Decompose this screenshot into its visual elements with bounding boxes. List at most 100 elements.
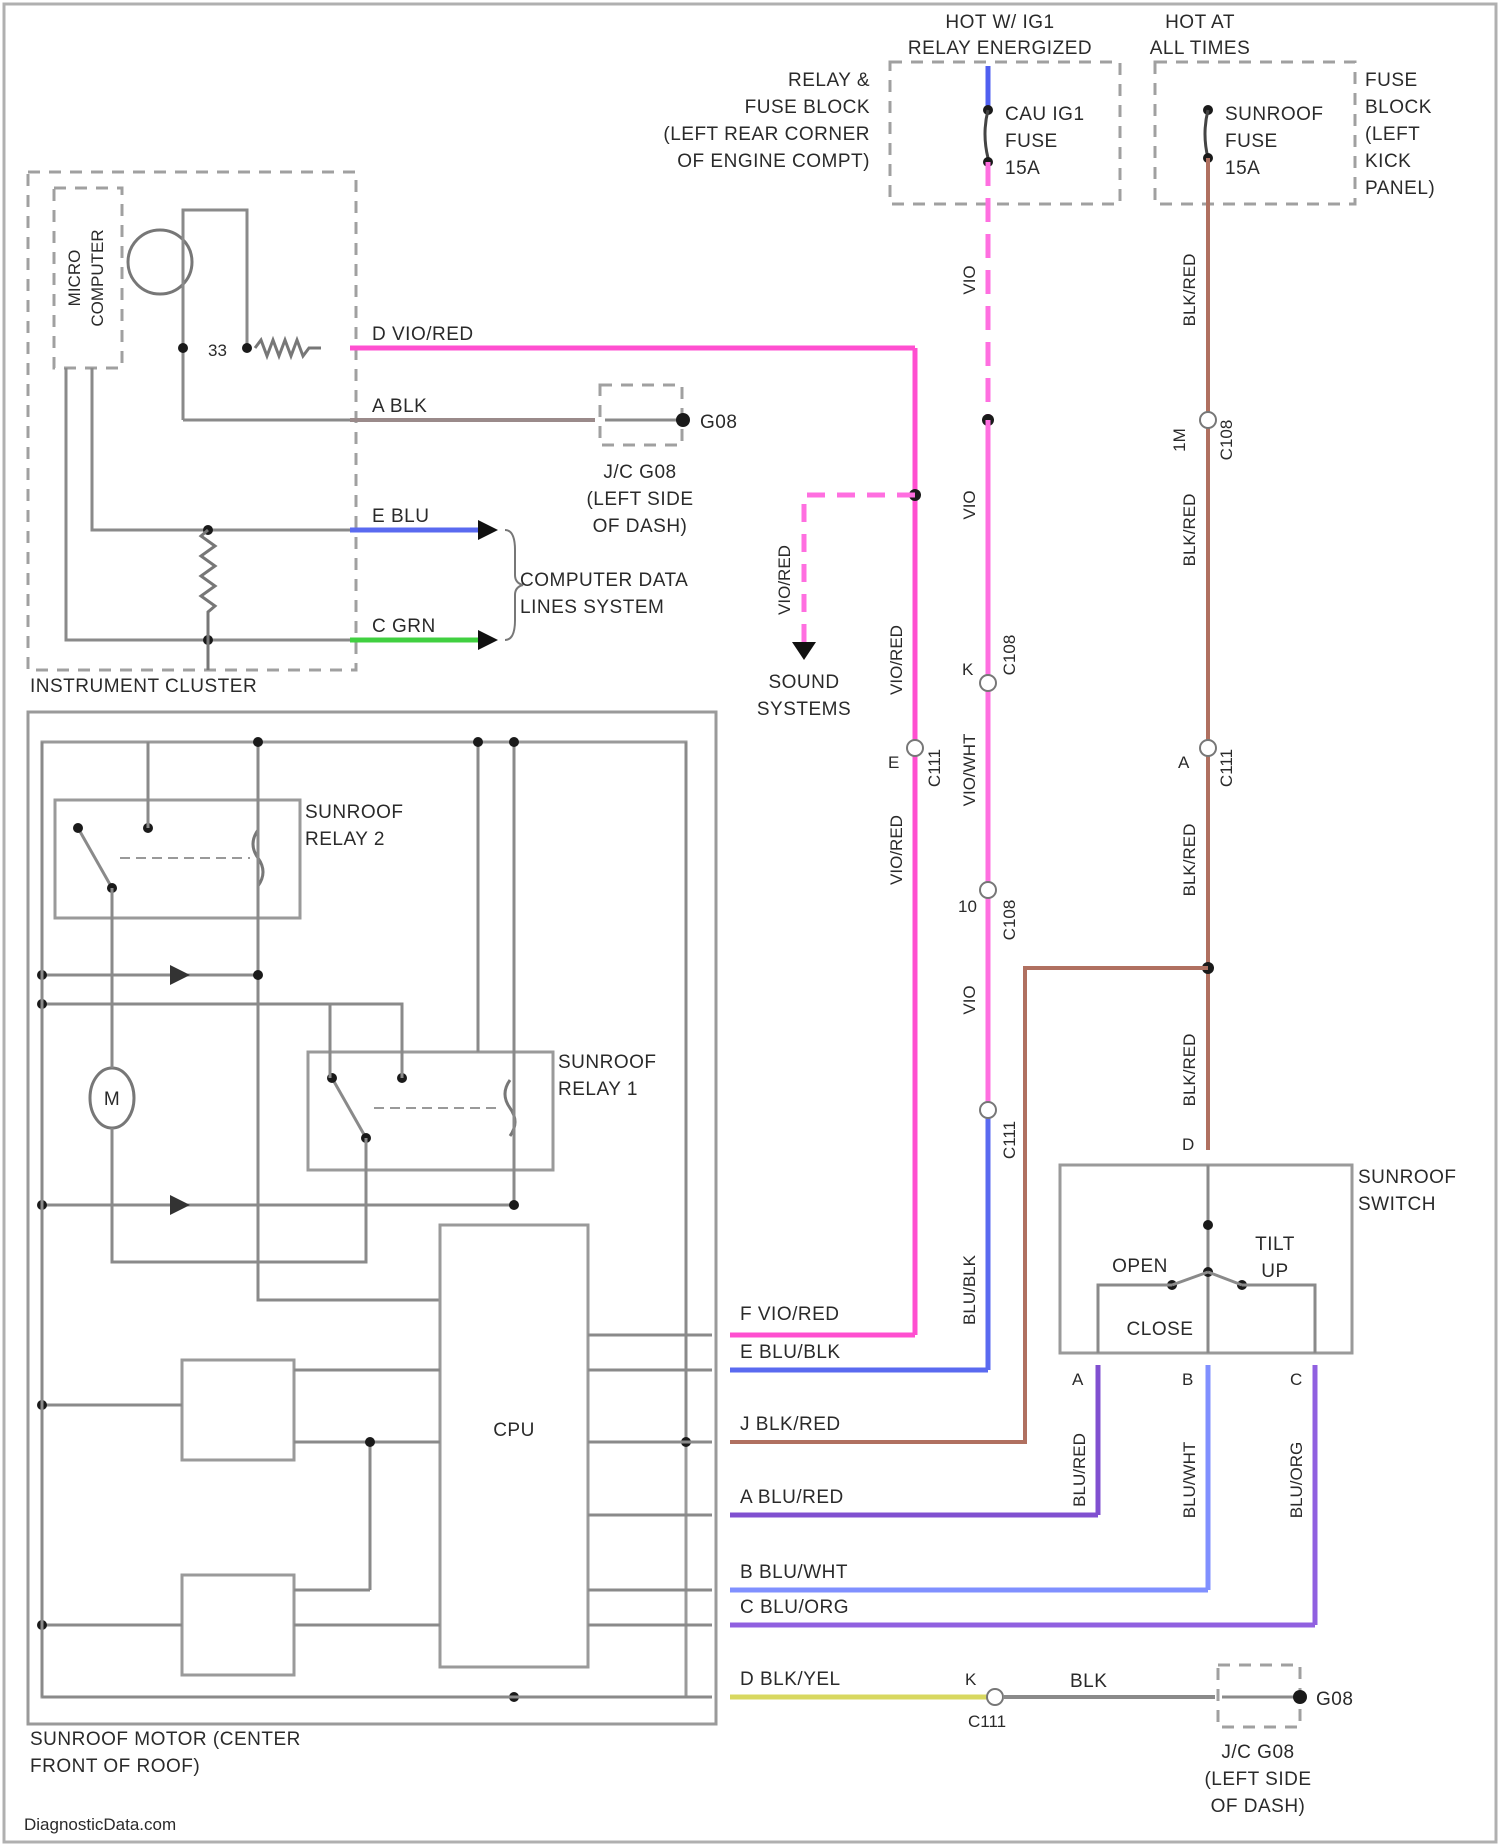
switch-pin-d: D xyxy=(1182,1135,1194,1154)
motor-sub-block-2 xyxy=(182,1575,294,1675)
instrument-cluster: MICRO COMPUTER 33 INSTRUMENT CLUSTER xyxy=(28,172,356,697)
blk-ground-label: BLK xyxy=(1070,1671,1107,1692)
sunroof-relay-2-line-1: SUNROOF xyxy=(305,802,404,823)
c111-a-connector xyxy=(1200,740,1216,756)
switch-tilt-label-2: UP xyxy=(1261,1261,1288,1282)
relay-2-contact xyxy=(78,828,112,888)
data-line-e-wire xyxy=(92,368,350,530)
motor-node-2 xyxy=(473,737,483,747)
motor-bus-a xyxy=(258,742,440,1300)
c108-label-3: C108 xyxy=(1217,420,1236,461)
hot-run-label-2: RELAY ENERGIZED xyxy=(908,38,1092,59)
blk-red-label-3: BLK/RED xyxy=(1180,824,1199,897)
blk-red-feed-circuit: BLK/RED BLK/RED BLK/RED BLK/RED 1M C108 … xyxy=(730,158,1236,1442)
data-lines-line-2: LINES SYSTEM xyxy=(520,597,664,618)
vio-wht-label: VIO/WHT xyxy=(960,734,979,807)
fuse-block-line-3: (LEFT xyxy=(1365,124,1420,145)
switch-pin-c: C xyxy=(1290,1370,1302,1389)
sunroof-motor-line-1: SUNROOF MOTOR (CENTER xyxy=(30,1729,301,1750)
watermark: DiagnosticData.com xyxy=(24,1815,176,1834)
sound-systems-arrow xyxy=(792,642,816,660)
blk-red-label-1: BLK/RED xyxy=(1180,254,1199,327)
motor-connector-wires: F VIO/RED E BLU/BLK J BLK/RED A BLU/RED … xyxy=(730,1304,1353,1817)
micro-computer-line-2: COMPUTER xyxy=(88,229,107,326)
blk-red-label-4: BLK/RED xyxy=(1180,1034,1199,1107)
motor-sub-block-1 xyxy=(182,1360,294,1460)
fuse-block-line-4: KICK xyxy=(1365,151,1411,172)
c111-label-3: C111 xyxy=(925,749,944,787)
ig1-fuse-line-2: FUSE xyxy=(1005,131,1058,152)
sunroof-motor: SUNROOF RELAY 2 SUNROOF RELAY 1 M xyxy=(28,712,716,1777)
vio-red-vertical-label-2: VIO/RED xyxy=(887,815,906,885)
g08-ground-node-2 xyxy=(1293,1690,1307,1704)
c108-pin-1m: 1M xyxy=(1170,428,1189,452)
sunroof-relay-1-line-2: RELAY 1 xyxy=(558,1079,638,1100)
c111-k-connector xyxy=(987,1689,1003,1705)
resistor-value: 33 xyxy=(208,341,227,360)
data-arrow-e xyxy=(478,520,498,540)
switch-tilt-label-1: TILT xyxy=(1255,1234,1295,1255)
motor-pin-j: J BLK/RED xyxy=(740,1414,841,1435)
jc-g08-box-1 xyxy=(600,385,682,445)
c111-label-4: C111 xyxy=(968,1712,1006,1731)
c111-connector-1 xyxy=(980,1102,996,1118)
relay-1-contact xyxy=(332,1078,366,1138)
relay-2-pivot xyxy=(73,823,83,833)
motor-pin-a: A BLU/RED xyxy=(740,1487,844,1508)
blu-blk-vertical-label: BLU/BLK xyxy=(960,1254,979,1325)
cluster-node-d2 xyxy=(242,343,252,353)
g08-label-2: G08 xyxy=(1316,1689,1353,1710)
jc-g08-2-line-1: J/C G08 xyxy=(1221,1742,1294,1763)
cpu-label: CPU xyxy=(493,1420,535,1441)
blk-red-label-2: BLK/RED xyxy=(1180,494,1199,567)
cluster-pin-a: A BLK xyxy=(372,396,427,417)
vio-label-2: VIO xyxy=(960,490,979,519)
switch-pin-b: B xyxy=(1182,1370,1193,1389)
c108-label-2: C108 xyxy=(1000,900,1019,941)
cluster-node-d xyxy=(178,343,188,353)
motor-node-8 xyxy=(509,1200,519,1210)
ig1-fuse-line-1: CAU IG1 xyxy=(1005,104,1085,125)
c111-pin-k: K xyxy=(965,1670,977,1689)
jc-g08-2-line-2: (LEFT SIDE xyxy=(1204,1769,1311,1790)
cluster-pin-e: E BLU xyxy=(372,506,429,527)
fuse-block-line-1: FUSE xyxy=(1365,70,1418,91)
sound-systems-wire xyxy=(804,495,915,642)
cluster-outputs: D VIO/RED A BLK G08 J/C G08 (LEFT SIDE O… xyxy=(350,324,915,1335)
c108-connector-1 xyxy=(980,675,996,691)
blu-wht-vertical-label: BLU/WHT xyxy=(1180,1442,1199,1519)
vio-label-1: VIO xyxy=(960,265,979,294)
sunroof-relay-1-line-1: SUNROOF xyxy=(558,1052,657,1073)
power-section: HOT W/ IG1 RELAY ENERGIZED HOT AT ALL TI… xyxy=(663,12,1435,204)
c108-pin-k: K xyxy=(962,660,974,679)
c111-e-connector xyxy=(907,740,923,756)
blu-org-vertical-label: BLU/ORG xyxy=(1287,1442,1306,1519)
sunroof-motor-line-2: FRONT OF ROOF) xyxy=(30,1756,200,1777)
g08-label-1: G08 xyxy=(700,412,737,433)
switch-pin-a: A xyxy=(1072,1370,1084,1389)
switch-open-blade xyxy=(1172,1272,1208,1285)
sunroof-motor-box xyxy=(28,712,716,1724)
sub-block-node xyxy=(365,1437,375,1447)
relay-fuse-block-line-4: OF ENGINE COMPT) xyxy=(677,151,870,172)
motor-lower-wire xyxy=(112,1128,366,1262)
sound-wire-label: VIO/RED xyxy=(775,545,794,615)
relay-1-no-wire xyxy=(330,1004,402,1078)
c111-pin-a: A xyxy=(1178,753,1190,772)
jc-g08-1-line-1: J/C G08 xyxy=(603,462,676,483)
jc-g08-1-line-2: (LEFT SIDE xyxy=(586,489,693,510)
c111-label-2: C111 xyxy=(1217,749,1236,787)
sunroof-fuse-line-3: 15A xyxy=(1225,158,1260,179)
c111-pin-e: E xyxy=(888,753,899,772)
motor-node-3 xyxy=(509,737,519,747)
cpu-box xyxy=(440,1225,588,1667)
sunroof-fuse-line-2: FUSE xyxy=(1225,131,1278,152)
diode-1 xyxy=(170,965,190,985)
hot-run-label: HOT W/ IG1 xyxy=(945,12,1054,33)
relay-fuse-block-line-3: (LEFT REAR CORNER xyxy=(663,124,870,145)
cluster-resistor xyxy=(255,340,321,356)
relay-fuse-block-line-1: RELAY & xyxy=(788,70,870,91)
sunroof-relay-2-line-2: RELAY 2 xyxy=(305,829,385,850)
c108-connector-2 xyxy=(980,882,996,898)
